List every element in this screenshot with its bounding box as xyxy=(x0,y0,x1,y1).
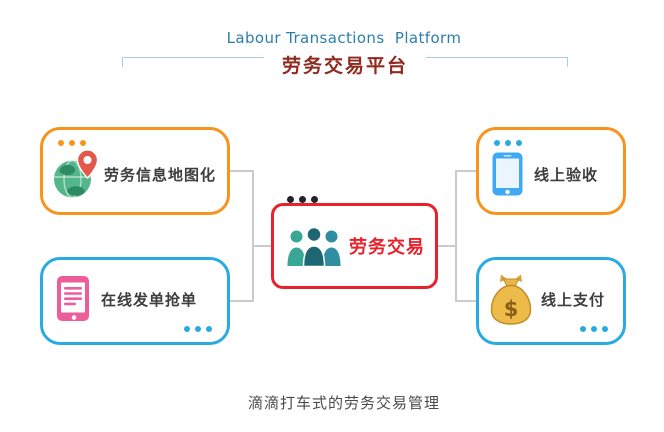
phone-icon xyxy=(491,151,524,197)
node-label-accept: 线上验收 xyxy=(534,165,599,184)
node-label-center: 劳务交易 xyxy=(349,237,425,258)
dots-decoration xyxy=(494,140,522,146)
money-bag-icon: $ xyxy=(489,273,533,325)
platform-title-zh: 劳务交易平台 xyxy=(263,53,427,79)
dots-decoration xyxy=(184,326,212,332)
node-online-payment: $ 线上支付 xyxy=(476,257,626,345)
dots-decoration xyxy=(287,196,318,203)
globe-map-pin-icon xyxy=(53,148,99,200)
footer-caption: 滴滴打车式的劳务交易管理 xyxy=(247,394,440,412)
platform-title-zh-block: 劳务交易平台 xyxy=(122,53,568,81)
dots-decoration xyxy=(580,326,608,332)
people-group-icon xyxy=(286,225,342,267)
node-online-order: 在线发单抢单 xyxy=(40,257,230,345)
dots-decoration xyxy=(58,140,86,146)
currency-symbol: $ xyxy=(504,297,519,321)
node-label-order: 在线发单抢单 xyxy=(101,290,198,309)
tablet-order-icon xyxy=(55,274,93,324)
node-labour-transaction: 劳务交易 xyxy=(271,196,438,289)
node-online-acceptance: 线上验收 xyxy=(476,127,626,215)
node-label-map: 劳务信息地图化 xyxy=(104,165,217,184)
platform-title-en: Labour Transactions Platform xyxy=(226,29,462,47)
node-labour-info-map: 劳务信息地图化 xyxy=(40,127,230,215)
node-label-pay: 线上支付 xyxy=(541,290,606,309)
